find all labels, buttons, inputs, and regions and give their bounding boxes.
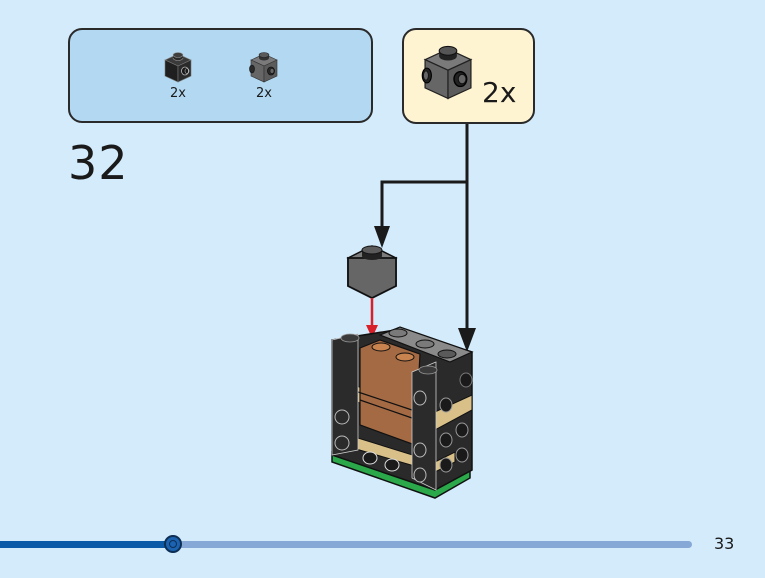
step-number: 32 [68,136,129,190]
new-brick-gray [346,245,398,300]
placement-arrow-head-icon [366,325,378,338]
page-progress-track[interactable] [0,541,692,548]
part-item: 2x [158,50,198,101]
part-quantity: 2x [256,86,272,101]
arrow-head-icon [374,226,390,248]
callout-box: 2x [402,28,535,124]
gray-brick-icon [249,52,278,83]
arrow-line-left [380,180,467,228]
assembly-arrows [380,124,469,330]
black-brick-icon [164,52,192,83]
gray-brick-icon [421,45,473,100]
base-model [331,326,474,499]
callout-quantity: 2x [482,76,517,109]
part-item: 2x [244,50,284,101]
page-progress-fill [0,541,173,548]
page-number: 33 [714,534,735,553]
arrow-head-icon [458,328,476,352]
page-progress-handle[interactable] [164,535,182,553]
part-quantity: 2x [170,86,186,101]
parts-list-box: 2x 2x [68,28,373,123]
